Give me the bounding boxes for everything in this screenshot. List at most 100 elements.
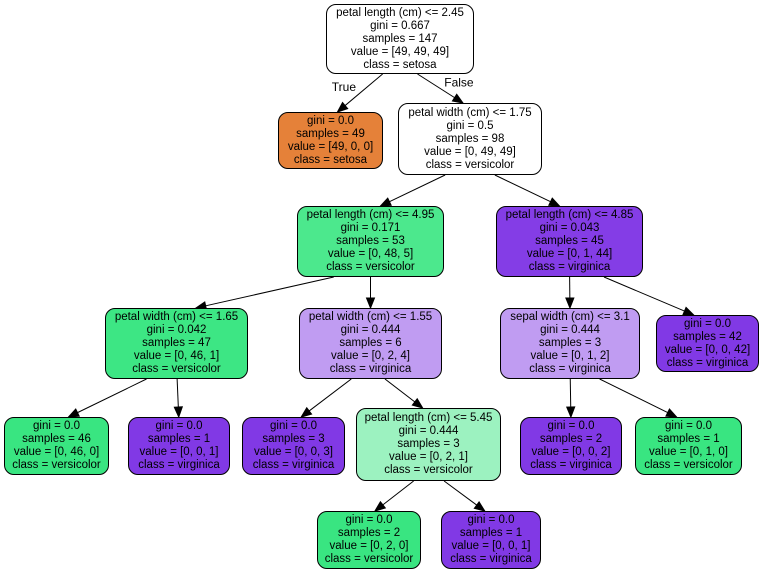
arrowhead [665, 408, 678, 418]
node-line: gini = 0.171 [340, 222, 401, 234]
node-line: samples = 98 [435, 132, 505, 145]
node-line: samples = 47 [142, 337, 211, 349]
arrowhead [548, 197, 561, 207]
node-line: gini = 0.0 [155, 420, 203, 432]
arrowhead [565, 406, 576, 419]
arrowhead [473, 500, 486, 512]
node-line: value = [0, 1, 44] [526, 248, 613, 260]
node-line: samples = 3 [538, 337, 602, 349]
node-line: class = setosa [363, 58, 437, 71]
node-line: samples = 3 [397, 438, 460, 450]
node-line: gini = 0.0 [467, 514, 515, 526]
node-line: samples = 2 [337, 527, 401, 539]
node-line: class = setosa [293, 153, 368, 166]
node-line: petal length (cm) <= 4.95 [306, 209, 435, 221]
edge-label-false: False [444, 76, 474, 90]
node-line: gini = 0.0 [307, 114, 354, 127]
arrowhead [411, 397, 424, 409]
node-line: class = versicolor [132, 363, 221, 375]
node-line: class = virginica [252, 459, 335, 471]
node-line: value = [0, 1, 2] [530, 350, 610, 362]
tree-edge-n5-n9 [77, 378, 147, 414]
arrowhead [173, 406, 184, 419]
arrowhead [67, 408, 81, 418]
tree-edge-n0-n2 [417, 73, 455, 99]
node-line: value = [0, 2, 4] [331, 350, 410, 362]
node-line: class = virginica [450, 553, 532, 565]
arrowhead [336, 101, 349, 113]
node-line: samples = 49 [296, 127, 365, 140]
arrowhead [379, 197, 392, 207]
tree-edge-n2-n3 [389, 174, 446, 203]
node-line: value = [0, 0, 1] [139, 446, 219, 458]
node-line: samples = 2 [539, 433, 603, 445]
arrowhead [565, 297, 575, 310]
node-line: petal width (cm) <= 1.55 [308, 311, 433, 323]
node-line: samples = 6 [339, 337, 402, 349]
arrowhead [682, 306, 695, 316]
node-line: class = virginica [530, 459, 612, 471]
node-line: value = [0, 0, 3] [254, 446, 333, 458]
node-line: value = [49, 0, 0] [287, 140, 374, 153]
node-line: value = [0, 0, 1] [451, 540, 531, 552]
node-line: samples = 1 [657, 433, 720, 445]
tree-edge-n5-n10 [176, 378, 179, 408]
node-line: petal length (cm) <= 2.45 [336, 6, 464, 19]
node-line: class = virginica [529, 363, 611, 375]
node-line: petal length (cm) <= 4.85 [505, 209, 634, 221]
node-line: class = versicolor [12, 459, 101, 471]
arrowhead [365, 297, 376, 310]
node-line: value = [0, 49, 49] [424, 145, 516, 158]
node-line: samples = 147 [362, 32, 438, 45]
node-line: class = virginica [528, 261, 611, 273]
arrowhead [300, 406, 313, 418]
node-line: value = [0, 0, 2] [531, 446, 611, 458]
node-line: gini = 0.042 [146, 324, 207, 336]
node-line: samples = 45 [535, 235, 604, 247]
node-line: samples = 1 [147, 433, 211, 445]
node-line: gini = 0.0 [665, 420, 712, 432]
node-line: gini = 0.444 [540, 324, 600, 336]
node-line: class = virginica [329, 363, 412, 375]
node-line: samples = 53 [336, 235, 405, 247]
node-line: class = virginica [138, 459, 220, 471]
tree-edge-n4-n8 [603, 276, 685, 312]
arrowhead [451, 93, 465, 104]
node-line: gini = 0.667 [370, 19, 430, 32]
node-line: value = [0, 48, 5] [327, 248, 414, 260]
node-line: gini = 0.0 [684, 317, 731, 330]
node-line: gini = 0.043 [539, 222, 600, 234]
node-line: class = versicolor [326, 261, 415, 273]
node-line: value = [0, 0, 42] [664, 343, 751, 356]
arrowhead [373, 500, 387, 512]
edge-label-true: True [332, 80, 357, 94]
node-line: class = versicolor [384, 464, 473, 476]
node-line: gini = 0.0 [345, 514, 393, 526]
node-line: value = [0, 2, 0] [329, 540, 409, 552]
node-line: samples = 42 [673, 330, 742, 343]
node-line: gini = 0.444 [398, 425, 459, 437]
tree-edge-n7-n14 [599, 378, 668, 414]
node-line: gini = 0.5 [446, 119, 494, 132]
node-line: class = virginica [666, 356, 749, 369]
tree-edge-n3-n5 [205, 276, 334, 307]
node-line: gini = 0.0 [547, 420, 595, 432]
tree-edge-n6-n12 [384, 378, 416, 403]
node-line: value = [0, 1, 0] [649, 446, 728, 458]
node-line: value = [0, 2, 1] [389, 451, 468, 463]
